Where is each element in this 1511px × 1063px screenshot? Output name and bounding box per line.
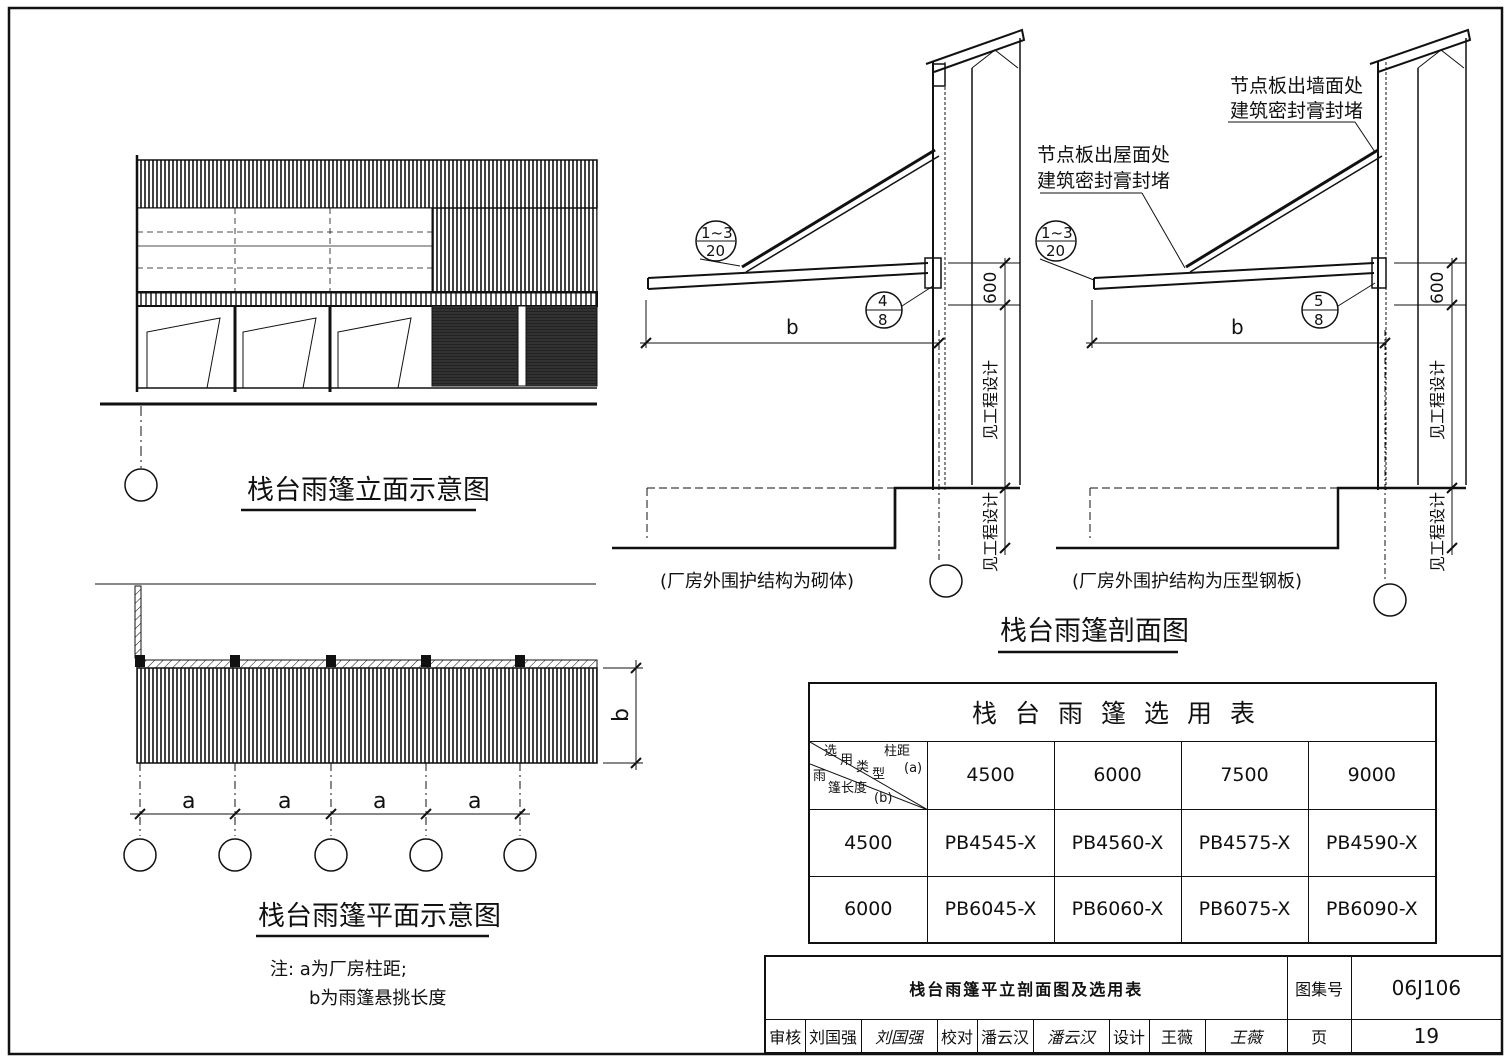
corner-row-label-1: 雨 (813, 768, 827, 784)
note-line-2: b为雨篷悬挑长度 (309, 988, 446, 1009)
detail-ref-1-3-bot-a: 20 (706, 242, 725, 260)
col-header-7500: 7500 (1180, 740, 1309, 811)
corner-mid-2: 类 (856, 759, 870, 775)
section2-see-design-lower: 见工程设计 (1428, 492, 1447, 572)
designer-name: 王薇 (1148, 1018, 1206, 1054)
section-title: 栈台雨篷剖面图 (1000, 616, 1189, 647)
atlas-number: 06J106 (1350, 955, 1503, 1020)
reviewer-name: 刘国强 (804, 1018, 862, 1054)
plan-dim-a3: a (373, 789, 386, 814)
section2-see-design-upper: 见工程设计 (1428, 360, 1447, 440)
caption-masonry: (厂房外围护结构为砌体) (660, 571, 854, 592)
type-cell: PB6075-X (1180, 875, 1309, 944)
detail-ref-4-top: 4 (878, 292, 888, 310)
corner-row-top: 选 (824, 743, 838, 759)
callout-wall-line1: 节点板出墙面处 (1230, 75, 1363, 97)
row-length: 4500 (808, 809, 928, 877)
detail-ref-1-3-bot-b: 20 (1046, 242, 1065, 260)
selection-table-corner: 选 柱距 (a) 用 类 型 雨 篷长度 (b) (808, 740, 928, 811)
elevation-view (100, 155, 598, 502)
corner-row-label-3: (b) (874, 790, 893, 806)
corner-col-label-2: (a) (904, 760, 923, 776)
type-cell: PB6060-X (1053, 875, 1182, 944)
plan-view (95, 583, 643, 872)
corner-row-label-2: 篷长度 (828, 780, 868, 796)
title-block: 栈台雨篷平立剖面图及选用表 图集号 06J106 审核 刘国强 刘国强 校对 潘… (764, 955, 1504, 1054)
detail-ref-1-3-top-b: 1~3 (1041, 224, 1073, 242)
corner-col-label-1: 柱距 (884, 743, 911, 759)
section1-see-design-upper: 见工程设计 (981, 360, 1000, 440)
plan-dim-b: b (609, 708, 634, 722)
corner-diagonals (810, 741, 928, 810)
plan-title: 栈台雨篷平面示意图 (258, 901, 501, 932)
selection-table: 栈台雨篷选用表 选 柱距 (a) 用 类 型 雨 篷长度 (b) 4500 60… (808, 682, 1438, 944)
selection-table-title: 栈台雨篷选用表 (808, 682, 1437, 742)
row-length: 6000 (808, 875, 928, 944)
section1-dim-600: 600 (981, 272, 1001, 304)
type-cell: PB4545-X (926, 809, 1055, 877)
check-label: 校对 (936, 1018, 978, 1054)
plan-dim-a4: a (468, 789, 481, 814)
callout-roof-line1: 节点板出屋面处 (1037, 144, 1170, 166)
designer-signature: 王薇 (1204, 1018, 1288, 1054)
reviewer-signature: 刘国强 (860, 1018, 938, 1054)
detail-ref-5-bot: 8 (1314, 311, 1324, 329)
plan-dim-a2: a (278, 789, 291, 814)
col-header-4500: 4500 (926, 740, 1055, 811)
plan-dim-a1: a (182, 789, 195, 814)
checker-signature: 潘云汉 (1032, 1018, 1110, 1054)
type-cell: PB4590-X (1307, 809, 1437, 877)
section-steel (1035, 28, 1472, 617)
detail-ref-5-top: 5 (1314, 292, 1324, 310)
col-header-9000: 9000 (1307, 740, 1437, 811)
review-label: 审核 (764, 1018, 806, 1054)
sheet-border (7, 6, 1504, 1056)
checker-name: 潘云汉 (976, 1018, 1034, 1054)
detail-ref-1-3-top-a: 1~3 (701, 224, 733, 242)
section1-see-design-lower: 见工程设计 (981, 492, 1000, 572)
type-cell: PB6045-X (926, 875, 1055, 944)
corner-mid-1: 用 (840, 752, 854, 768)
section1-dim-b: b (786, 315, 799, 339)
section2-dim-600: 600 (1428, 272, 1448, 304)
design-label: 设计 (1108, 1018, 1150, 1054)
corner-mid-3: 型 (872, 766, 886, 782)
type-cell: PB6090-X (1307, 875, 1437, 944)
table-row: 4500 PB4545-X PB4560-X PB4575-X PB4590-X (808, 809, 1437, 877)
page-label: 页 (1286, 1018, 1352, 1054)
detail-ref-4-bot: 8 (878, 311, 888, 329)
callout-roof-line2: 建筑密封膏封堵 (1037, 169, 1170, 192)
elevation-title: 栈台雨篷立面示意图 (247, 475, 490, 506)
callout-wall-line2: 建筑密封膏封堵 (1230, 99, 1363, 122)
caption-steel: (厂房外围护结构为压型钢板) (1072, 571, 1302, 592)
type-cell: PB4560-X (1053, 809, 1182, 877)
section-masonry (612, 28, 1026, 598)
page-number: 19 (1350, 1018, 1503, 1054)
note-line-1: 注: a为厂房柱距; (270, 959, 407, 980)
table-row: 6000 PB6045-X PB6060-X PB6075-X PB6090-X (808, 875, 1437, 944)
drawing-title: 栈台雨篷平立剖面图及选用表 (764, 955, 1288, 1020)
col-header-6000: 6000 (1053, 740, 1182, 811)
atlas-label: 图集号 (1286, 955, 1352, 1020)
section2-dim-b: b (1231, 315, 1244, 339)
type-cell: PB4575-X (1180, 809, 1309, 877)
